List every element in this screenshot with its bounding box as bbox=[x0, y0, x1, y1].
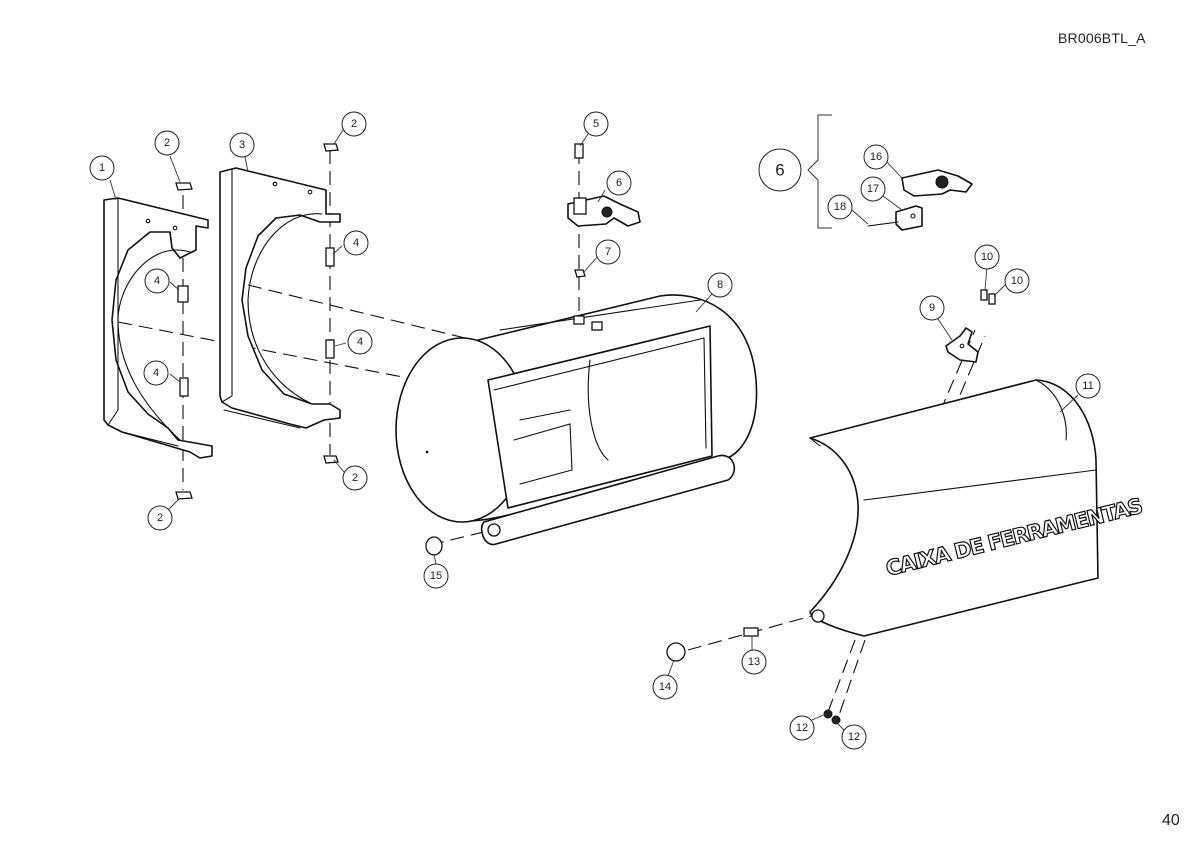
document-code: BR006BTL_A bbox=[1058, 30, 1146, 46]
callout-9-label: 9 bbox=[929, 302, 935, 314]
callout-4-b: 4 bbox=[144, 268, 170, 294]
callout-14-label: 14 bbox=[659, 681, 671, 693]
part-11-lid: CAIXA DE FERRAMENTAS bbox=[809, 379, 1145, 637]
callout-3-label: 3 bbox=[239, 139, 245, 151]
callout-2-label: 2 bbox=[164, 137, 170, 149]
callout-2-bottom-left: 2 bbox=[147, 505, 173, 531]
callout-4-label: 4 bbox=[357, 336, 363, 348]
part-6-latch bbox=[567, 195, 641, 227]
callout-6-group-label: 6 bbox=[775, 161, 784, 180]
part-8-drum-body bbox=[395, 294, 758, 546]
page-number: 40 bbox=[1162, 812, 1180, 829]
callout-15: 15 bbox=[423, 563, 449, 589]
callout-8-label: 8 bbox=[717, 279, 723, 291]
callout-11-label: 11 bbox=[1082, 380, 1093, 392]
part-9-hinge-bracket bbox=[945, 327, 979, 363]
callout-17: 17 bbox=[860, 176, 886, 202]
callout-16: 16 bbox=[863, 144, 889, 170]
part-3-side-bracket bbox=[219, 167, 341, 429]
callout-2-bottom-right: 2 bbox=[342, 465, 368, 491]
callout-18-label: 18 bbox=[834, 201, 846, 213]
leader-lines bbox=[109, 129, 1079, 731]
hardware bbox=[175, 143, 996, 725]
callout-10-a: 10 bbox=[974, 244, 1000, 270]
callout-18: 18 bbox=[827, 194, 853, 220]
callout-16-label: 16 bbox=[870, 151, 882, 163]
callout-12-b: 12 bbox=[841, 724, 867, 750]
callout-14: 14 bbox=[652, 674, 678, 700]
callout-12-label: 12 bbox=[796, 722, 808, 734]
part-1-left-bracket bbox=[103, 197, 213, 459]
callout-10-label: 10 bbox=[981, 251, 993, 263]
callout-2-label: 2 bbox=[157, 512, 163, 524]
callout-15-label: 15 bbox=[430, 570, 442, 582]
callout-11: 11 bbox=[1075, 373, 1101, 399]
callout-13: 13 bbox=[741, 649, 767, 675]
callout-1: 1 bbox=[89, 155, 115, 181]
callout-4-a: 4 bbox=[343, 230, 369, 256]
callout-10-b: 10 bbox=[1004, 268, 1030, 294]
callout-7-label: 7 bbox=[605, 246, 611, 258]
callout-2-top-left: 2 bbox=[154, 130, 180, 156]
callout-13-label: 13 bbox=[748, 656, 760, 668]
callout-4-d: 4 bbox=[143, 360, 169, 386]
callout-6: 6 bbox=[606, 170, 632, 196]
callout-2-label: 2 bbox=[352, 472, 358, 484]
group-bracket bbox=[807, 114, 832, 229]
callout-5-label: 5 bbox=[593, 118, 599, 130]
callout-17-label: 17 bbox=[867, 183, 879, 195]
callout-4-c: 4 bbox=[347, 329, 373, 355]
callout-5: 5 bbox=[583, 111, 609, 137]
callout-2-label: 2 bbox=[351, 118, 357, 130]
callout-7: 7 bbox=[595, 239, 621, 265]
callout-6-label: 6 bbox=[616, 177, 622, 189]
callout-9: 9 bbox=[919, 295, 945, 321]
callout-1-label: 1 bbox=[99, 162, 105, 174]
callout-2-top-right: 2 bbox=[341, 111, 367, 137]
callout-4-label: 4 bbox=[353, 237, 359, 249]
callout-12-label: 12 bbox=[848, 731, 860, 743]
latch-kit bbox=[867, 169, 973, 231]
callout-3: 3 bbox=[229, 132, 255, 158]
callout-12-a: 12 bbox=[789, 715, 815, 741]
callout-10-label: 10 bbox=[1011, 275, 1023, 287]
callout-4-label: 4 bbox=[153, 367, 159, 379]
callout-8: 8 bbox=[707, 272, 733, 298]
callout-6-group: 6 bbox=[758, 148, 802, 192]
callout-4-label: 4 bbox=[154, 275, 160, 287]
